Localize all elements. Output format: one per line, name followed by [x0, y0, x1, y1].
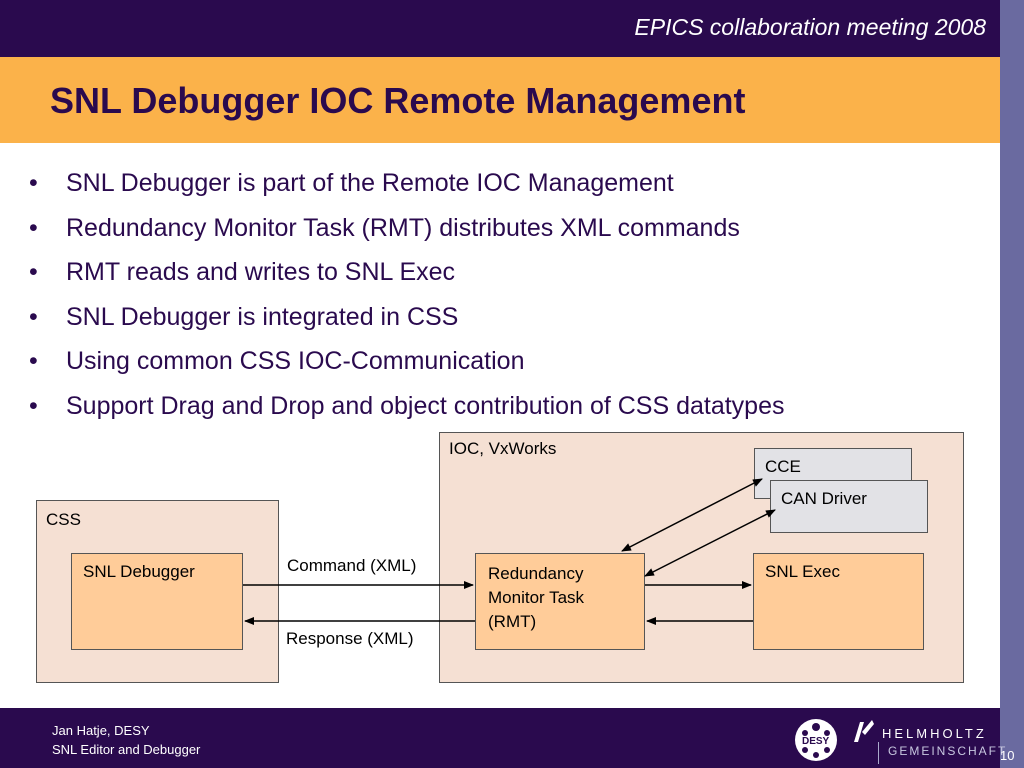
- desy-logo-icon: [795, 719, 837, 761]
- page-number: 10: [1000, 748, 1015, 763]
- title-bar: [0, 57, 1000, 143]
- rmt-label-line1: Redundancy: [488, 564, 584, 583]
- footer-bar: [0, 708, 1000, 768]
- response-label: Response (XML): [286, 629, 414, 648]
- bullet-list: •SNL Debugger is part of the Remote IOC …: [26, 164, 785, 431]
- helmholtz-subtitle: GEMEINSCHAFT: [888, 744, 1008, 758]
- snl-exec-block: SNL Exec: [753, 553, 924, 650]
- bullet-text: Support Drag and Drop and object contrib…: [66, 391, 785, 420]
- snl-debugger-block: SNL Debugger: [71, 553, 243, 650]
- bullet-text: Using common CSS IOC-Communication: [66, 347, 525, 375]
- bullet-item: •SNL Debugger is integrated in CSS: [29, 302, 459, 331]
- bullet-item: •RMT reads and writes to SNL Exec: [29, 258, 456, 286]
- bullet-text: SNL Debugger is integrated in CSS: [66, 302, 459, 331]
- rmt-label-line3: (RMT): [488, 612, 537, 631]
- css-label: CSS: [46, 510, 81, 529]
- helmholtz-separator: [878, 742, 879, 764]
- bullet-item: •Redundancy Monitor Task (RMT) distribut…: [29, 213, 740, 242]
- cce-label: CCE: [765, 457, 801, 476]
- right-strip: [1000, 0, 1024, 768]
- slide-title: SNL Debugger IOC Remote Management: [50, 80, 746, 121]
- can-driver-label: CAN Driver: [781, 489, 867, 508]
- bullet-item: •Using common CSS IOC-Communication: [29, 347, 525, 375]
- rmt-label: Redundancy Monitor Task (RMT): [488, 562, 584, 634]
- bullet-text: RMT reads and writes to SNL Exec: [66, 258, 456, 286]
- top-bar: [0, 0, 1000, 57]
- snl-debugger-label: SNL Debugger: [83, 562, 195, 581]
- bullet-text: Redundancy Monitor Task (RMT) distribute…: [66, 213, 740, 242]
- ioc-label: IOC, VxWorks: [449, 439, 557, 458]
- conference-name: EPICS collaboration meeting 2008: [634, 14, 986, 40]
- helmholtz-logo-icon: [854, 720, 874, 742]
- snl-exec-label: SNL Exec: [765, 562, 840, 581]
- bullet-item: •SNL Debugger is part of the Remote IOC …: [29, 169, 674, 197]
- bullet-text: SNL Debugger is part of the Remote IOC M…: [66, 169, 674, 197]
- footer-author: Jan Hatje, DESY: [52, 723, 150, 738]
- helmholtz-name: HELMHOLTZ: [882, 726, 987, 741]
- rmt-label-line2: Monitor Task: [488, 588, 585, 607]
- footer-topic: SNL Editor and Debugger: [52, 742, 201, 757]
- command-label: Command (XML): [287, 556, 417, 575]
- rmt-block: Redundancy Monitor Task (RMT): [475, 553, 645, 650]
- desy-logo-text: DESY: [802, 736, 830, 747]
- bullet-item: •Support Drag and Drop and object contri…: [29, 391, 785, 420]
- can-driver-block: CAN Driver: [770, 480, 928, 533]
